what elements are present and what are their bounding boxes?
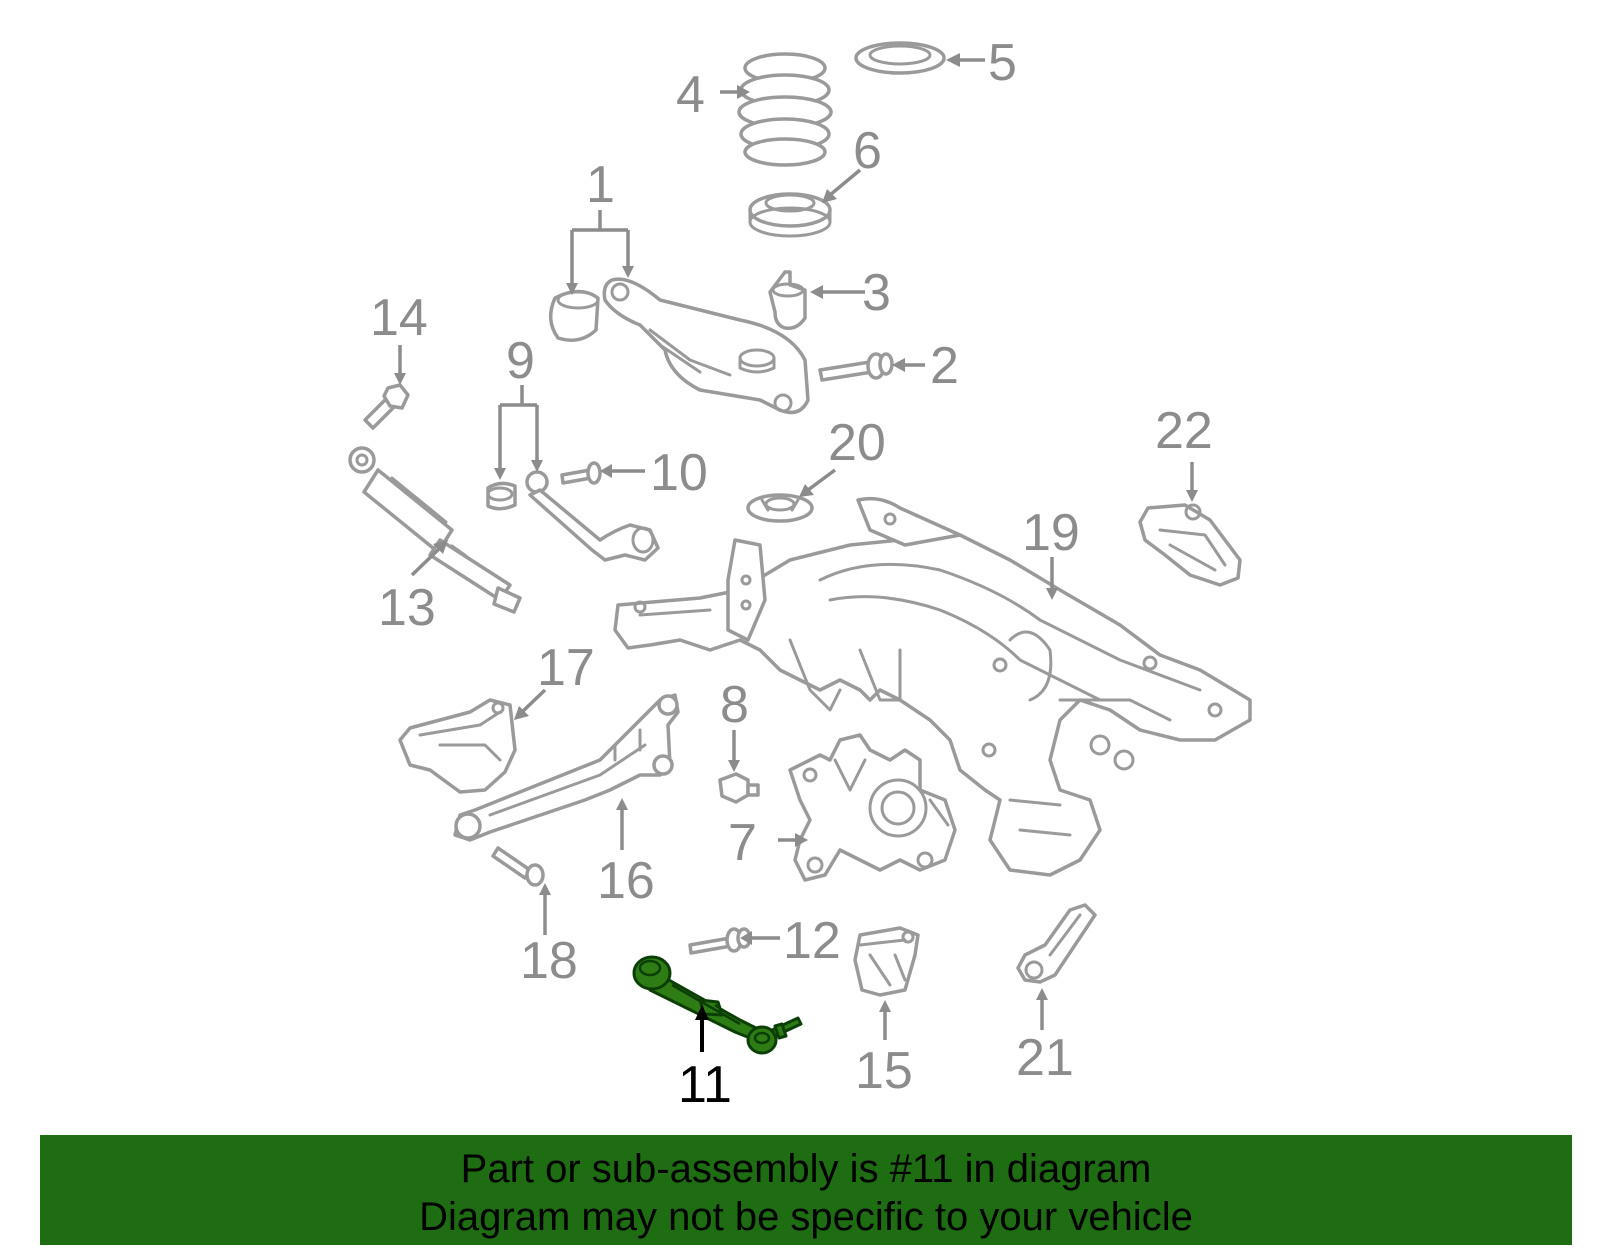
callout-1: 1 bbox=[586, 156, 615, 214]
callout-7: 7 bbox=[728, 814, 757, 872]
part-17-bracket bbox=[398, 698, 517, 794]
footer-banner: Part or sub-assembly is #11 in diagram D… bbox=[40, 1135, 1572, 1245]
callout-6: 6 bbox=[853, 122, 882, 180]
part-19-suspension-crossmember bbox=[613, 496, 1252, 877]
callout-16: 16 bbox=[597, 852, 655, 910]
callout-9: 9 bbox=[506, 332, 535, 390]
callout-2: 2 bbox=[930, 337, 959, 395]
callout-4: 4 bbox=[676, 66, 705, 124]
part-1-upper-control-arm bbox=[548, 277, 810, 415]
part-22-bracket bbox=[1138, 503, 1242, 587]
callout-19: 19 bbox=[1022, 504, 1080, 562]
part-12-bolt bbox=[688, 927, 752, 955]
callout-17: 17 bbox=[537, 639, 595, 697]
footer-line-disclaimer: Diagram may not be specific to your vehi… bbox=[419, 1195, 1193, 1239]
callout-12: 12 bbox=[783, 912, 841, 970]
part-11-rear-lateral-link-highlighted bbox=[632, 955, 803, 1055]
callout-14: 14 bbox=[370, 289, 428, 347]
callout-5: 5 bbox=[988, 34, 1017, 92]
part-13-shock-absorber bbox=[348, 446, 522, 614]
callout-10: 10 bbox=[650, 444, 708, 502]
part-10-bolt bbox=[560, 461, 602, 485]
callout-15: 15 bbox=[855, 1042, 913, 1100]
part-16-trailing-arm bbox=[453, 693, 680, 842]
part-8-nut bbox=[718, 772, 760, 804]
leader-lines bbox=[394, 53, 1198, 1052]
callout-3: 3 bbox=[862, 264, 891, 322]
part-4-coil-spring bbox=[737, 52, 833, 167]
part-5-upper-spring-seat bbox=[854, 41, 946, 75]
callout-22: 22 bbox=[1155, 402, 1213, 460]
part-20-stopper bbox=[746, 493, 814, 523]
callout-20: 20 bbox=[828, 414, 886, 472]
footer-line-part-number: Part or sub-assembly is #11 in diagram bbox=[460, 1147, 1152, 1191]
part-14-bolt bbox=[363, 383, 410, 430]
part-15-bracket bbox=[853, 926, 920, 997]
part-7-knuckle bbox=[788, 733, 957, 882]
part-3-bump-stop bbox=[768, 270, 807, 331]
part-18-bolt bbox=[491, 846, 545, 887]
callout-18: 18 bbox=[520, 932, 578, 990]
callout-21: 21 bbox=[1016, 1029, 1074, 1087]
callout-labels: 1 2 3 4 5 6 7 8 9 10 11 12 13 14 15 16 1… bbox=[370, 34, 1213, 1114]
part-6-lower-spring-seat bbox=[748, 192, 832, 238]
callout-11: 11 bbox=[678, 1056, 732, 1114]
callout-8: 8 bbox=[720, 676, 749, 734]
part-9-lateral-link bbox=[486, 470, 660, 562]
part-21-plate bbox=[1016, 903, 1097, 984]
part-2-bolt bbox=[818, 352, 894, 382]
callout-13: 13 bbox=[378, 579, 436, 637]
